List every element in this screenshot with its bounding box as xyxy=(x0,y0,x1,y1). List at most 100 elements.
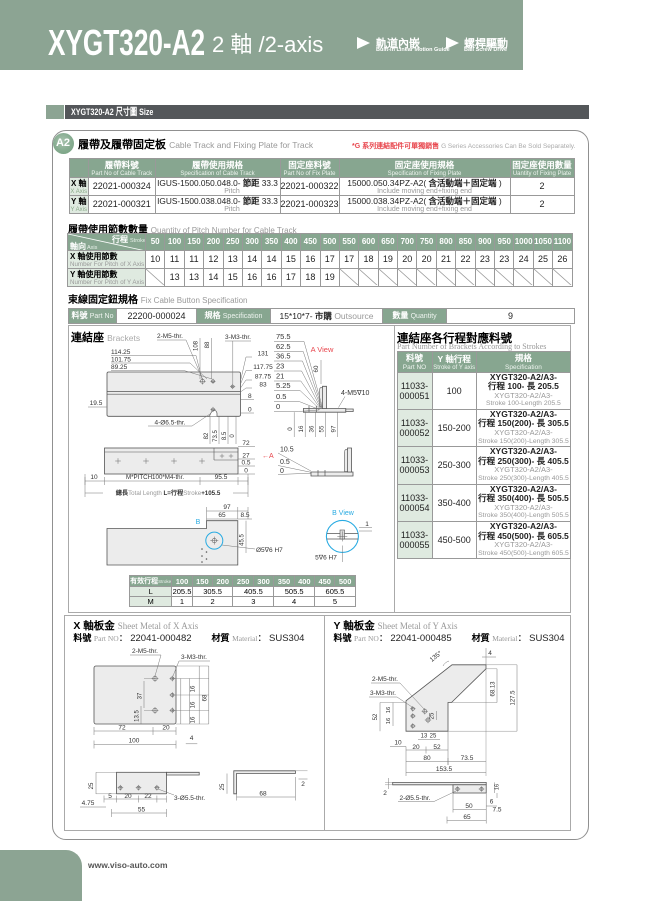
svg-text:2-Ø5.5-thr.: 2-Ø5.5-thr. xyxy=(399,795,430,802)
svg-text:4: 4 xyxy=(190,735,194,742)
svg-text:131: 131 xyxy=(258,351,269,358)
svg-text:3-Ø5.5-thr.: 3-Ø5.5-thr. xyxy=(174,795,205,802)
svg-text:83: 83 xyxy=(259,382,267,389)
svg-text:軸向: 軸向 xyxy=(70,241,86,251)
svg-text:A View: A View xyxy=(311,345,334,354)
svg-text:0: 0 xyxy=(287,427,294,431)
svg-text:4-Ø6.5-thr.: 4-Ø6.5-thr. xyxy=(154,420,185,427)
svg-text:8.5: 8.5 xyxy=(240,512,249,519)
svg-text:13: 13 xyxy=(421,734,428,740)
svg-text:8: 8 xyxy=(248,393,252,400)
svg-text:117.75: 117.75 xyxy=(253,364,273,371)
svg-text:16: 16 xyxy=(191,685,197,692)
svg-text:25: 25 xyxy=(220,783,226,790)
svg-text:55: 55 xyxy=(138,807,146,814)
svg-text:2-M5-thr.: 2-M5-thr. xyxy=(157,333,183,340)
svg-text:37: 37 xyxy=(138,692,144,699)
svg-text:10: 10 xyxy=(90,474,98,481)
svg-text:62.5: 62.5 xyxy=(276,342,291,351)
svg-text:10.5: 10.5 xyxy=(280,447,294,454)
svg-text:2-M5-thr.: 2-M5-thr. xyxy=(132,648,158,655)
svg-text:16: 16 xyxy=(298,425,305,432)
svg-text:68: 68 xyxy=(259,791,267,798)
svg-text:97: 97 xyxy=(223,504,231,511)
svg-text:73.5: 73.5 xyxy=(461,755,474,762)
svg-text:89.25: 89.25 xyxy=(111,364,128,371)
svg-text:108: 108 xyxy=(194,340,200,351)
svg-text:25: 25 xyxy=(430,712,436,719)
svg-text:101.75: 101.75 xyxy=(111,357,131,364)
svg-text:8.5: 8.5 xyxy=(222,431,228,440)
svg-text:72: 72 xyxy=(242,440,250,447)
svg-text:52: 52 xyxy=(373,713,379,720)
svg-text:80: 80 xyxy=(423,755,431,762)
svg-text:55: 55 xyxy=(319,425,326,432)
svg-text:0: 0 xyxy=(244,468,248,475)
svg-text:25: 25 xyxy=(89,782,95,789)
svg-text:4-M5∇10: 4-M5∇10 xyxy=(341,389,370,397)
svg-text:0.5: 0.5 xyxy=(276,392,286,401)
svg-text:88: 88 xyxy=(205,341,211,348)
svg-text:0: 0 xyxy=(248,407,252,414)
svg-text:60: 60 xyxy=(313,365,320,372)
svg-text:0: 0 xyxy=(280,468,284,475)
svg-text:5.25: 5.25 xyxy=(276,381,291,390)
svg-text:Axis: Axis xyxy=(87,245,98,251)
svg-text:27: 27 xyxy=(242,453,250,460)
svg-text:13.5: 13.5 xyxy=(135,710,141,722)
svg-text:50: 50 xyxy=(465,803,473,810)
svg-text:16: 16 xyxy=(386,718,392,724)
svg-text:135°: 135° xyxy=(428,649,444,664)
svg-text:0: 0 xyxy=(276,402,280,411)
svg-text:45.5: 45.5 xyxy=(240,534,246,546)
svg-text:36.5: 36.5 xyxy=(276,352,291,361)
svg-text:19.5: 19.5 xyxy=(90,400,103,407)
svg-text:7.5: 7.5 xyxy=(492,807,501,814)
svg-text:3-M3-thr.: 3-M3-thr. xyxy=(181,654,207,661)
svg-text:5: 5 xyxy=(108,793,112,800)
svg-text:127.5: 127.5 xyxy=(511,690,517,706)
svg-text:68: 68 xyxy=(203,694,209,701)
svg-text:5∇6 H7: 5∇6 H7 xyxy=(315,554,337,562)
svg-text:M*PITCH100*M4-thr.: M*PITCH100*M4-thr. xyxy=(126,474,184,481)
svg-text:4.75: 4.75 xyxy=(82,800,95,807)
svg-text:72: 72 xyxy=(118,725,126,732)
svg-text:0.5: 0.5 xyxy=(280,459,290,466)
svg-text:21: 21 xyxy=(276,372,284,381)
svg-text:B: B xyxy=(196,519,201,526)
svg-text:B View: B View xyxy=(332,510,355,517)
svg-text:20: 20 xyxy=(124,793,132,800)
svg-text:23: 23 xyxy=(276,362,284,371)
svg-text:0.5: 0.5 xyxy=(241,460,250,467)
svg-text:87.75: 87.75 xyxy=(255,374,272,381)
svg-text:75.5: 75.5 xyxy=(276,332,291,341)
svg-text:Ø5∇6 H7: Ø5∇6 H7 xyxy=(256,546,283,554)
svg-text:3-M3-thr.: 3-M3-thr. xyxy=(370,690,396,697)
svg-text:22: 22 xyxy=(144,793,152,800)
svg-text:114.25: 114.25 xyxy=(111,349,131,356)
svg-text:16: 16 xyxy=(191,701,197,708)
svg-text:25: 25 xyxy=(430,734,437,740)
svg-text:2-M5-thr.: 2-M5-thr. xyxy=(372,676,398,683)
svg-text:97: 97 xyxy=(331,425,338,432)
svg-text:20: 20 xyxy=(162,725,170,732)
svg-text:153.5: 153.5 xyxy=(436,766,453,773)
svg-text:16: 16 xyxy=(386,707,392,713)
svg-text:總長Total Length L=行程Stroke+105.: 總長Total Length L=行程Stroke+105.5 xyxy=(116,489,221,497)
svg-text:52: 52 xyxy=(433,744,441,751)
svg-text:16: 16 xyxy=(191,716,197,723)
svg-text:16: 16 xyxy=(495,784,501,790)
svg-text:36: 36 xyxy=(308,425,315,432)
svg-text:65: 65 xyxy=(218,512,226,519)
svg-text:95.5: 95.5 xyxy=(215,474,228,481)
svg-text:4: 4 xyxy=(488,650,492,657)
svg-text:10: 10 xyxy=(394,740,402,747)
svg-text:0: 0 xyxy=(230,434,236,438)
svg-text:Stroke: Stroke xyxy=(130,238,146,244)
svg-text:82: 82 xyxy=(204,432,210,439)
svg-text:73.5: 73.5 xyxy=(213,430,219,442)
svg-text:2: 2 xyxy=(301,781,305,788)
svg-text:1: 1 xyxy=(365,521,369,528)
svg-text:3-M3-thr.: 3-M3-thr. xyxy=(225,334,251,341)
svg-text:68.13: 68.13 xyxy=(491,681,497,697)
